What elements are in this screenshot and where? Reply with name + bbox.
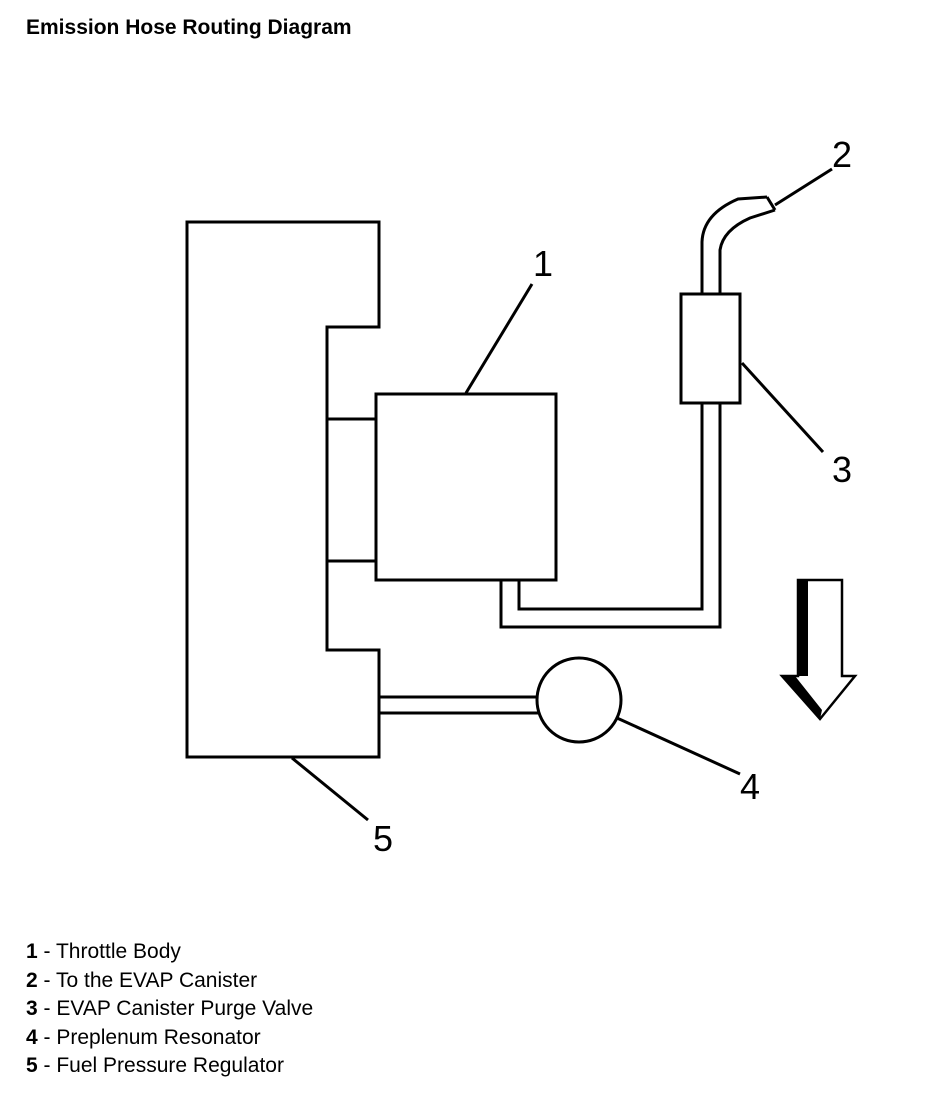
resonator-duct (379, 695, 553, 715)
canister-hose-end (765, 196, 777, 211)
fuel-pressure-regulator-shape (185, 220, 381, 759)
callout-5: 5 (373, 818, 393, 859)
legend-item: 3 - EVAP Canister Purge Valve (26, 995, 313, 1024)
callout-3: 3 (832, 449, 852, 490)
legend-number: 1 (26, 940, 38, 963)
legend-separator: - (37, 1025, 57, 1049)
legend-item: 1 - Throttle Body (26, 938, 313, 967)
legend-number: 3 (26, 997, 38, 1020)
throttle-body-shape (374, 392, 558, 582)
legend-separator: - (37, 968, 56, 992)
callout-1: 1 (533, 243, 553, 284)
legend-label: Throttle Body (55, 940, 181, 963)
leader-line-3 (740, 361, 825, 454)
legend-number: 2 (26, 968, 38, 992)
legend-label: Preplenum Resonator (56, 1025, 261, 1049)
page-title: Emission Hose Routing Diagram (26, 16, 352, 39)
legend-label: Fuel Pressure Regulator (56, 1054, 284, 1077)
legend-list: 1 - Throttle Body 2 - To the EVAP Canist… (26, 938, 313, 1081)
legend-label: EVAP Canister Purge Valve (56, 997, 314, 1020)
leader-line-2 (774, 167, 833, 207)
legend-item: 4 - Preplenum Resonator (26, 1024, 313, 1053)
purge-hose-outer (499, 404, 722, 629)
down-arrow-icon (779, 578, 858, 721)
canister-hose-right (718, 208, 776, 294)
leader-line-4 (616, 716, 741, 776)
legend-separator: - (37, 940, 56, 963)
leader-line-5 (291, 756, 369, 822)
legend-label: To the EVAP Canister (55, 968, 258, 992)
leader-line-1 (464, 283, 534, 394)
legend-separator: - (37, 997, 57, 1020)
preplenum-resonator-shape (535, 656, 623, 744)
legend-number: 5 (26, 1054, 38, 1077)
throttle-adapter-shape (327, 417, 376, 563)
callout-4: 4 (740, 766, 760, 807)
legend-item: 5 - Fuel Pressure Regulator (26, 1052, 313, 1081)
canister-hose-left (700, 195, 768, 294)
callout-2: 2 (832, 134, 852, 175)
legend-number: 4 (26, 1025, 38, 1049)
purge-hose-inner (517, 404, 704, 611)
legend-separator: - (37, 1054, 57, 1077)
purge-valve-shape (679, 292, 742, 405)
legend-item: 2 - To the EVAP Canister (26, 967, 313, 996)
